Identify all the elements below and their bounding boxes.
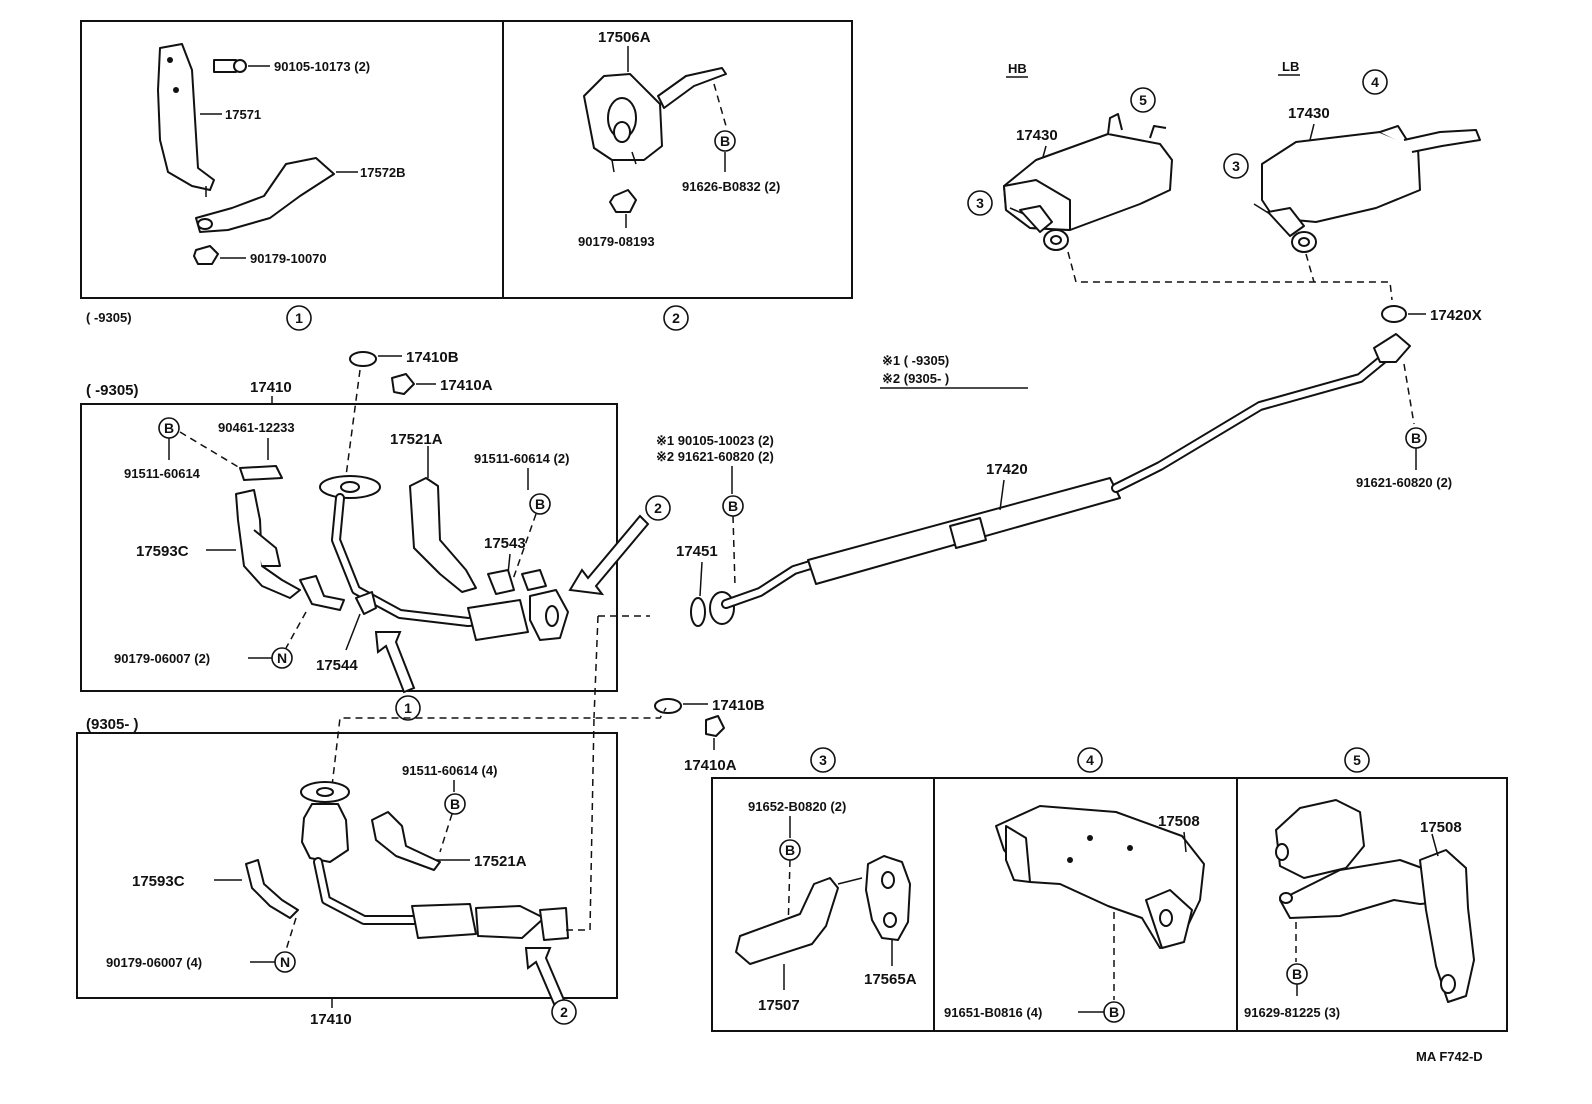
- svg-text:3: 3: [1232, 158, 1240, 174]
- label-17572b: 17572B: [360, 165, 406, 180]
- svg-text:B: B: [535, 496, 545, 512]
- lower-front-box: 91511-60614 (4) B 17521A 17593C N 90179-…: [76, 707, 667, 999]
- muffler-lb: LB 4 17430 3: [1223, 59, 1481, 253]
- label-17544: 17544: [316, 657, 358, 674]
- svg-text:B: B: [1411, 430, 1421, 446]
- label-17430-hb: 17430: [1016, 127, 1058, 144]
- label-91511-60614-4: 91511-60614 (4): [402, 763, 497, 778]
- arrow-1: 1: [374, 631, 421, 721]
- gasket-17420x: [1381, 305, 1407, 323]
- svg-text:4: 4: [1086, 752, 1094, 768]
- upper-front-box: 17410B 17410A B 91511-60614 90461-12233 …: [80, 349, 618, 692]
- svg-text:1: 1: [295, 310, 303, 326]
- svg-text:3: 3: [819, 752, 827, 768]
- label-17410a-top: 17410A: [440, 377, 493, 394]
- svg-text:3: 3: [976, 195, 984, 211]
- svg-text:2: 2: [672, 310, 680, 326]
- label-17410a-mid: 17410A: [684, 757, 737, 774]
- label-17420: 17420: [986, 461, 1028, 478]
- arrow-2-upper: 2: [568, 495, 671, 596]
- label-91626-b0832: 91626-B0832 (2): [682, 179, 780, 194]
- label-91621-60820-rear: 91621-60820 (2): [1356, 475, 1452, 490]
- svg-text:B: B: [1109, 1004, 1119, 1020]
- label-17593c-lower: 17593C: [132, 873, 185, 890]
- svg-text:1: 1: [404, 700, 412, 716]
- label-17410b-top: 17410B: [406, 349, 459, 366]
- label-17430-lb: 17430: [1288, 105, 1330, 122]
- label-90179-08193: 90179-08193: [578, 234, 655, 249]
- label-91511-60614-upper: 91511-60614: [124, 466, 201, 481]
- svg-text:B: B: [1292, 966, 1302, 982]
- footer-code: MA F742-D: [1416, 1049, 1483, 1064]
- label-17507: 17507: [758, 997, 800, 1014]
- svg-text:B: B: [450, 796, 460, 812]
- label-17593c-upper: 17593C: [136, 543, 189, 560]
- svg-text:B: B: [785, 842, 795, 858]
- label-90179-06007-upper: 90179-06007 (2): [114, 651, 210, 666]
- svg-text:4: 4: [1371, 74, 1379, 90]
- svg-text:N: N: [280, 954, 290, 970]
- callout-b-p2-text: B: [720, 133, 730, 149]
- muffler-hb: HB 5 17430 3: [967, 61, 1173, 251]
- label-90179-06007-lower: 90179-06007 (4): [106, 955, 202, 970]
- label-90179-10070: 90179-10070: [250, 251, 327, 266]
- tag-lb: LB: [1282, 59, 1299, 74]
- svg-text:2: 2: [560, 1004, 568, 1020]
- label-91651-b0816: 91651-B0816 (4): [944, 1005, 1042, 1020]
- label-17451: 17451: [676, 543, 718, 560]
- note-lower-front: (9305- ): [86, 716, 139, 733]
- panel-1-bracket: 90105-10173 (2) 17571 17572B 90179-10070: [80, 20, 504, 299]
- label-17508-p4: 17508: [1158, 813, 1200, 830]
- title-lower-front: 17410: [310, 1011, 352, 1028]
- panel-5-hanger: 5 17508 B 91629-81225 (3): [1236, 747, 1508, 1032]
- svg-text:5: 5: [1353, 752, 1361, 768]
- label-bolt-2: ※2 91621-60820 (2): [656, 449, 774, 464]
- label-90105-10173: 90105-10173 (2): [274, 59, 370, 74]
- title-upper-front: 17410: [250, 379, 292, 396]
- label-17565a: 17565A: [864, 971, 917, 988]
- svg-text:2: 2: [654, 500, 662, 516]
- panel-3-hanger: 3 91652-B0820 (2) B 17507 17565A: [711, 747, 935, 1032]
- label-90461-12233: 90461-12233: [218, 420, 295, 435]
- label-91652-b0820: 91652-B0820 (2): [748, 799, 846, 814]
- label-bolt-1: ※1 90105-10023 (2): [656, 433, 774, 448]
- label-17420x: 17420X: [1430, 307, 1482, 324]
- center-pipe-group: ※1 ( -9305) ※2 (9305- ) ※1 90105-10023 (…: [654, 333, 1452, 774]
- marker-2: 2: [663, 305, 689, 331]
- label-17506a: 17506A: [598, 29, 651, 46]
- label-17521a-lower: 17521A: [474, 853, 527, 870]
- label-17410b-mid: 17410B: [712, 697, 765, 714]
- panel-2-hanger: B 17506A 91626-B0832 (2) 90179-08193: [502, 20, 853, 299]
- callout-b-p2: [714, 130, 736, 152]
- panel-4-hanger: 4 17508 B 91651-B0816 (4): [933, 747, 1238, 1032]
- label-17543: 17543: [484, 535, 526, 552]
- legend-line-1: ※1 ( -9305): [882, 353, 949, 368]
- label-17508-p5: 17508: [1420, 819, 1462, 836]
- svg-text:B: B: [728, 498, 738, 514]
- marker-1: 1: [286, 305, 312, 331]
- note-upper-front: ( -9305): [86, 382, 139, 399]
- label-17571: 17571: [225, 107, 261, 122]
- note-panel-1: ( -9305): [86, 310, 132, 325]
- legend-line-2: ※2 (9305- ): [882, 371, 949, 386]
- label-17521a-upper: 17521A: [390, 431, 443, 448]
- tag-hb: HB: [1008, 61, 1027, 76]
- arrow-2-lower: 2: [524, 947, 577, 1025]
- svg-text:5: 5: [1139, 92, 1147, 108]
- svg-text:B: B: [164, 420, 174, 436]
- label-91511-60614-2: 91511-60614 (2): [474, 451, 569, 466]
- label-91629-81225: 91629-81225 (3): [1244, 1005, 1340, 1020]
- svg-text:N: N: [277, 650, 287, 666]
